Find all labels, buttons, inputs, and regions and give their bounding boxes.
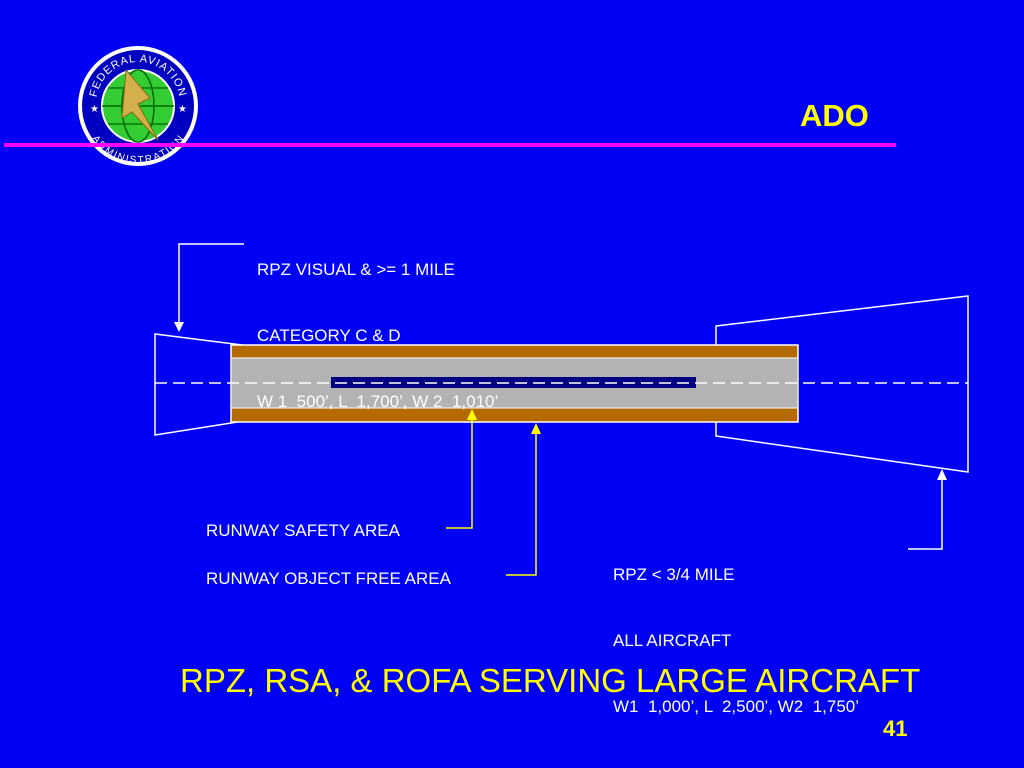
rpz-visual-note: RPZ VISUAL & >= 1 MILE CATEGORY C & D W … xyxy=(257,215,498,457)
rsa-callout xyxy=(446,409,477,529)
rpz-small-line-1: RPZ < 3/4 MILE xyxy=(613,565,735,584)
rpz-visual-line-2: CATEGORY C & D xyxy=(257,326,401,345)
header-rule xyxy=(4,143,896,147)
rpz-visual-callout xyxy=(174,243,244,332)
svg-text:★: ★ xyxy=(90,104,99,115)
rpz-small-callout xyxy=(908,469,947,550)
rpz-visual-line-1: RPZ VISUAL & >= 1 MILE xyxy=(257,260,455,279)
rpz-small-line-3: W1 1,000’, L 2,500’, W2 1,750’ xyxy=(613,697,860,716)
svg-text:★: ★ xyxy=(178,104,187,115)
rofa-label: RUNWAY OBJECT FREE AREA xyxy=(206,569,451,588)
page-number: 41 xyxy=(883,716,908,741)
rpz-small-note: RPZ < 3/4 MILE ALL AIRCRAFT W1 1,000’, L… xyxy=(613,520,859,762)
rofa-callout xyxy=(506,423,541,576)
slide-title: RPZ, RSA, & ROFA SERVING LARGE AIRCRAFT xyxy=(180,662,921,699)
faa-seal-icon: FEDERAL AVIATION ADMINISTRATION ★ ★ xyxy=(78,46,198,166)
header-title: ADO xyxy=(800,98,869,133)
rpz-small-line-2: ALL AIRCRAFT xyxy=(613,631,732,650)
rpz-visual-line-3: W 1 500’, L 1,700’, W 2 1,010’ xyxy=(257,392,499,411)
runway xyxy=(331,377,696,388)
rsa-label: RUNWAY SAFETY AREA xyxy=(206,521,400,540)
